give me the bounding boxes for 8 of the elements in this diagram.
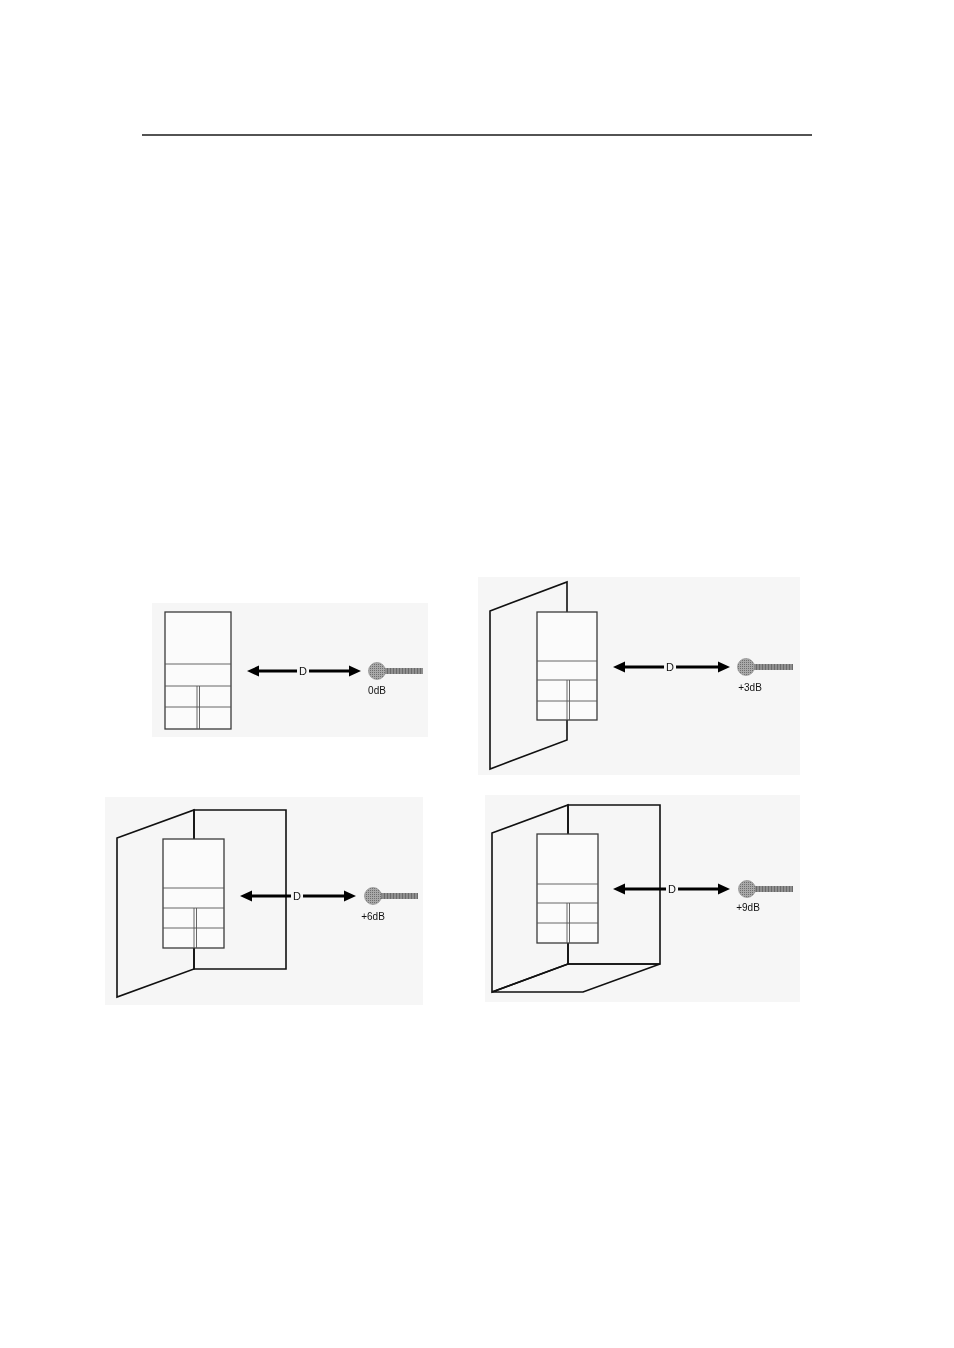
distance-label: D [664, 661, 676, 673]
distance-label: D [291, 890, 303, 902]
gain-label: +9dB [736, 903, 760, 913]
gain-label: +6dB [361, 912, 385, 922]
distance-label: D [666, 883, 678, 895]
gain-label: 0dB [368, 686, 386, 696]
gain-label: +3dB [738, 683, 762, 693]
distance-label: D [297, 665, 309, 677]
